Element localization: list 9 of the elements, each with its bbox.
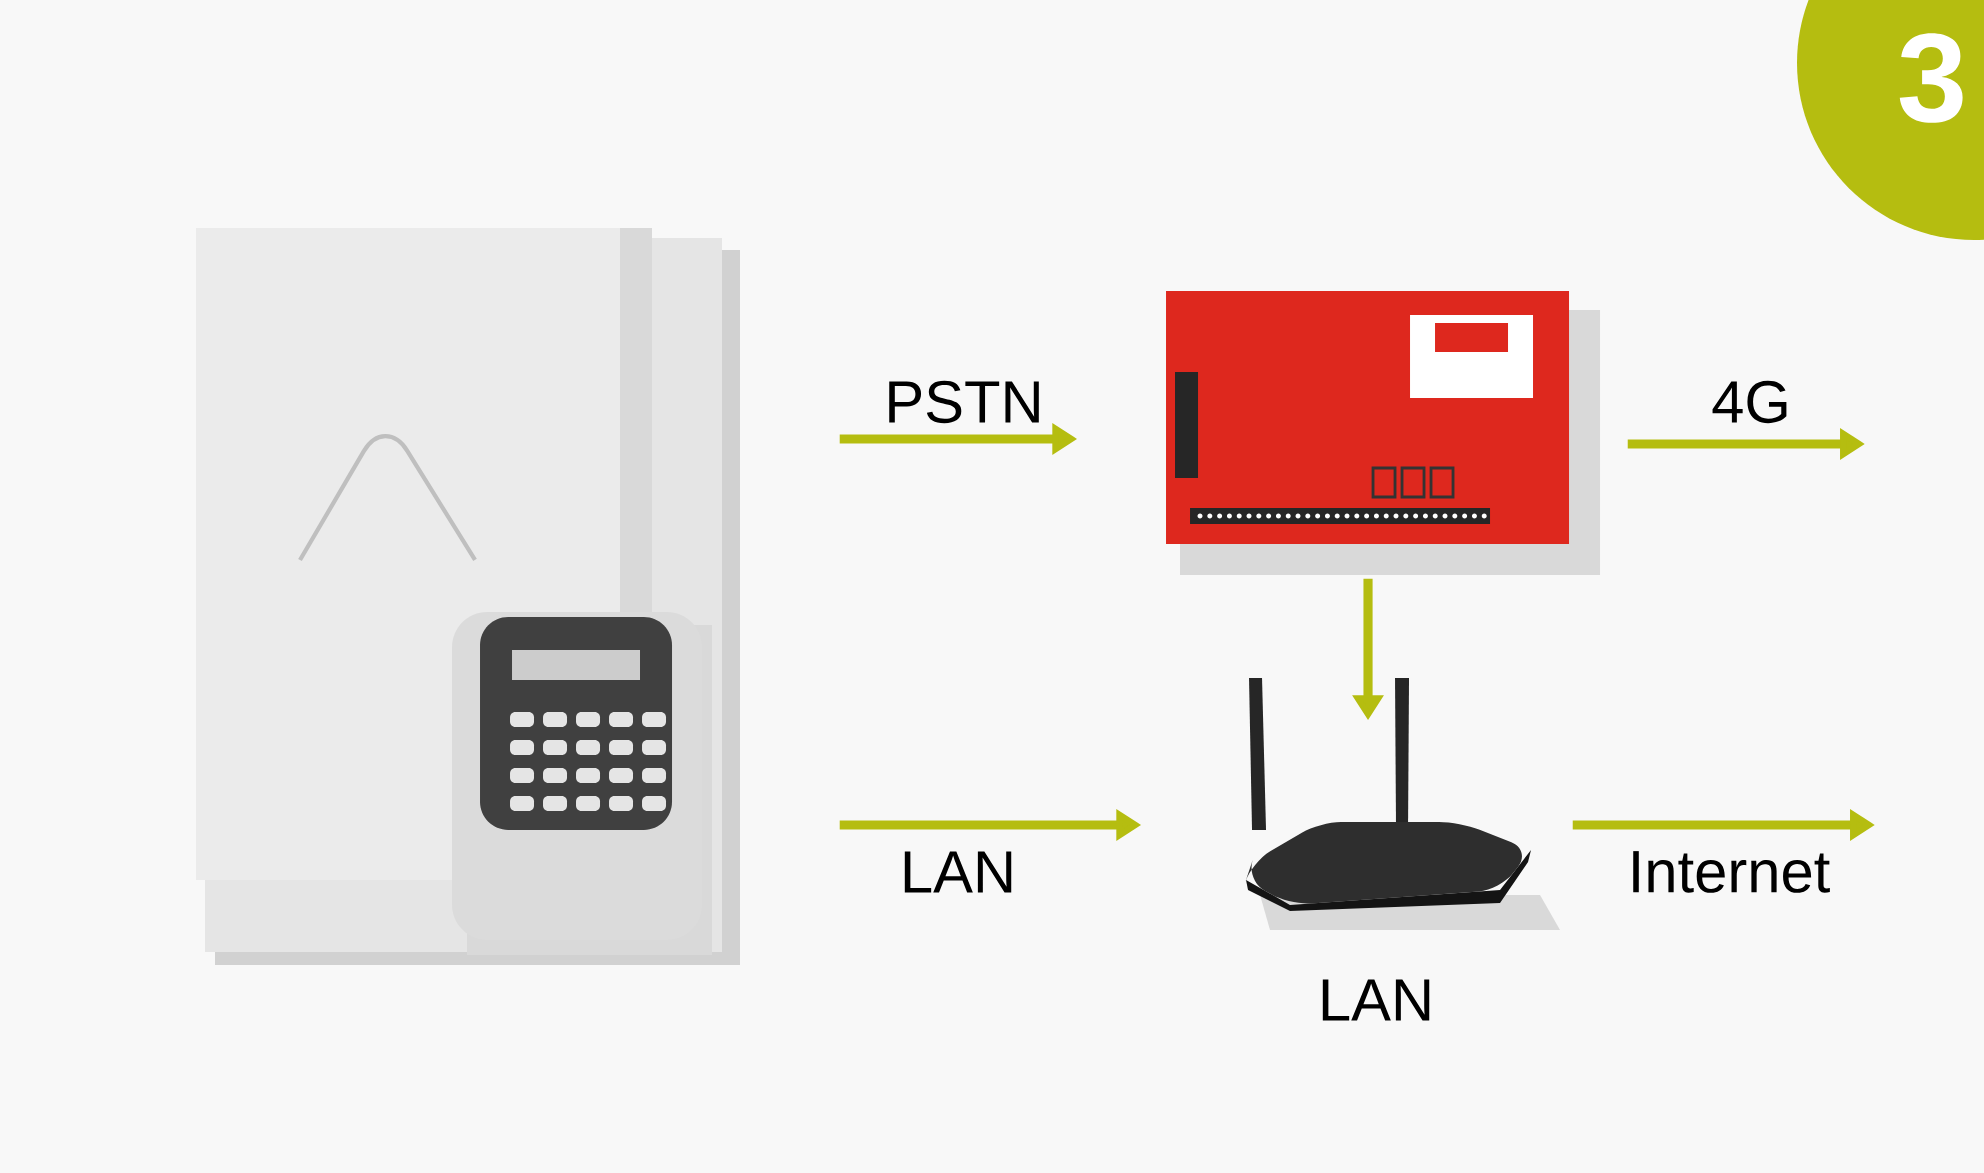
device-caption: LAN [1322,979,1430,1021]
edge-label: LAN [904,851,1012,893]
number-badge: 3 [1797,0,1984,240]
edge-label: PSTN [889,380,1039,424]
edge-label: 4G [1712,380,1787,424]
router-drawing [1245,678,1561,930]
edge-label: Internet [1633,851,1830,893]
alarm-panel-drawing [196,227,740,965]
communicator-drawing [1166,290,1601,575]
